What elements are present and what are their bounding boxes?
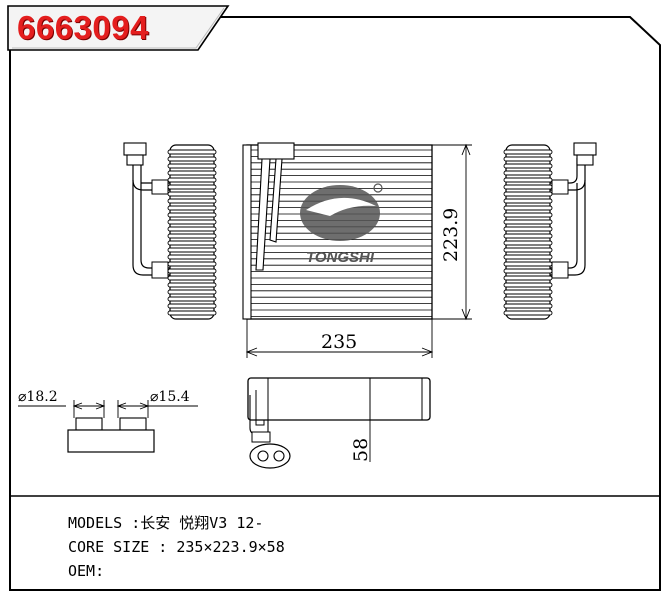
fin xyxy=(167,261,217,267)
fin xyxy=(503,275,553,281)
fin xyxy=(503,247,553,253)
fin xyxy=(167,191,217,197)
fitting-detail xyxy=(18,400,198,453)
fin xyxy=(167,240,217,246)
front-view: TONGSHI xyxy=(242,142,433,320)
fin xyxy=(167,296,217,302)
fin xyxy=(167,163,217,169)
spec-block: MODELS :长安 悦翔V3 12- CORE SIZE : 235×223.… xyxy=(68,511,285,583)
fin xyxy=(503,205,553,211)
fin xyxy=(503,310,553,316)
fin xyxy=(167,226,217,232)
fin xyxy=(503,219,553,225)
fitting-diameter-2: ⌀15.4 xyxy=(150,389,190,405)
height-dimension xyxy=(432,143,472,321)
width-label: 235 xyxy=(321,331,358,353)
fin xyxy=(167,275,217,281)
fin xyxy=(503,240,553,246)
fin xyxy=(503,191,553,197)
fin xyxy=(503,233,553,239)
fin xyxy=(503,198,553,204)
fin xyxy=(503,303,553,309)
fin xyxy=(167,219,217,225)
fin xyxy=(167,247,217,253)
fin xyxy=(503,170,553,176)
left-side-view xyxy=(123,142,217,320)
core-size-line: CORE SIZE : 235×223.9×58 xyxy=(68,538,285,556)
fin xyxy=(503,254,553,260)
fin xyxy=(503,296,553,302)
fin xyxy=(503,177,553,183)
part-number-tab xyxy=(7,5,230,51)
depth-label: 58 xyxy=(350,437,372,462)
models-line: MODELS :长安 悦翔V3 12- xyxy=(68,514,264,532)
fin xyxy=(167,303,217,309)
watermark-text: TONGSHI xyxy=(306,249,375,266)
fin xyxy=(503,289,553,295)
oem-line: OEM: xyxy=(68,562,105,580)
fin xyxy=(167,282,217,288)
fin xyxy=(503,163,553,169)
fin xyxy=(503,212,553,218)
right-side-view xyxy=(503,142,597,320)
part-number: 6663094 xyxy=(17,9,149,46)
fin xyxy=(167,268,217,274)
fin xyxy=(167,184,217,190)
fitting-diameter-1: ⌀18.2 xyxy=(18,389,58,405)
fin xyxy=(503,149,553,155)
fin xyxy=(503,156,553,162)
fin xyxy=(503,268,553,274)
fin xyxy=(167,149,217,155)
fin xyxy=(167,233,217,239)
fin xyxy=(503,261,553,267)
fin xyxy=(167,254,217,260)
fin xyxy=(167,170,217,176)
fin xyxy=(167,205,217,211)
top-view xyxy=(247,377,431,469)
fin xyxy=(167,310,217,316)
fin xyxy=(167,156,217,162)
fin xyxy=(503,184,553,190)
fin xyxy=(167,289,217,295)
fin xyxy=(503,226,553,232)
width-dimension xyxy=(245,319,434,358)
height-label: 223.9 xyxy=(440,207,462,262)
fin xyxy=(167,198,217,204)
fin xyxy=(503,282,553,288)
fin xyxy=(167,177,217,183)
fin xyxy=(167,212,217,218)
